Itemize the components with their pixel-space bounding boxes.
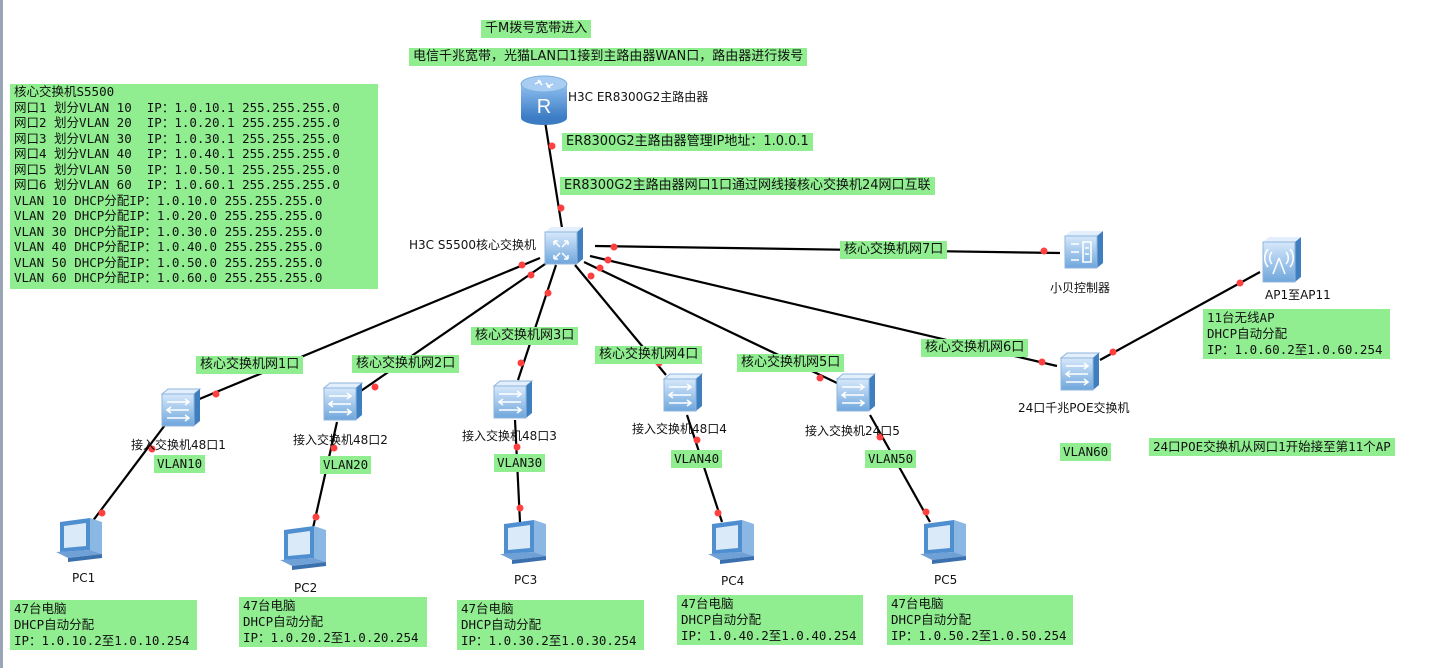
port-dot (922, 508, 930, 516)
access-switch-label-3: 接入交换机48口3 (462, 429, 557, 443)
pc-icon-1 (56, 518, 102, 562)
pc-icon-3 (500, 520, 546, 564)
pc-icon-5 (920, 520, 966, 564)
port-dot (98, 509, 106, 517)
link-access1-pc1 (91, 424, 166, 523)
access-switch-label-1: 接入交换机48口1 (131, 438, 226, 452)
link-access4-pc4 (685, 414, 724, 523)
port-dot (876, 433, 884, 441)
vlan-label-20: VLAN20 (320, 456, 372, 474)
access-switch-icon-2 (323, 382, 363, 421)
port-dot (148, 445, 156, 453)
pc-label-4: PC4 (721, 574, 745, 588)
port-dot (587, 272, 595, 280)
access-switch-icon-5 (836, 373, 876, 412)
port-dot (604, 256, 612, 264)
port-dot (518, 261, 526, 269)
router-uplink-label: ER8300G2主路由器网口1口通过网线接核心交换机24网口互联 (560, 177, 935, 195)
vlan-label-60: VLAN60 (1060, 443, 1112, 461)
port-dot (714, 509, 722, 517)
poe-switch-icon (1060, 352, 1100, 391)
access-switch-label-4: 接入交换机48口4 (632, 422, 727, 436)
port-dot (516, 504, 524, 512)
port-label-2: 核心交换机网2口 (352, 355, 460, 373)
vlan-label-30: VLAN30 (494, 454, 546, 472)
port-label-4: 核心交换机网4口 (595, 346, 703, 364)
svg-text:R: R (537, 96, 551, 118)
controller-label: 小贝控制器 (1050, 281, 1111, 295)
port-dot (527, 271, 535, 279)
port-dot (693, 436, 701, 444)
port-dot (1109, 348, 1117, 356)
port-label-7: 核心交换机网7口 (840, 241, 948, 259)
title-label: 千M拨号宽带进入 (481, 20, 592, 38)
vlan-label-50: VLAN50 (865, 450, 917, 468)
vlan-label-40: VLAN40 (671, 450, 723, 468)
port-dot (513, 443, 521, 451)
port-dot (371, 383, 379, 391)
link-core-access1 (196, 256, 541, 402)
link-core-controller (594, 244, 1061, 255)
port-dot (544, 289, 552, 297)
access-point-icon (1262, 237, 1301, 283)
port-dot (596, 264, 604, 272)
pc-icon-4 (708, 520, 754, 564)
port-dot (212, 390, 220, 398)
access-switch-label-2: 接入交换机48口2 (293, 433, 388, 447)
poe-note-label: 24口POE交换机从网口1开始接至第11个AP (1149, 438, 1395, 456)
port-dot (557, 204, 565, 212)
access-switch-label-5: 接入交换机24口5 (805, 424, 900, 438)
vlan-label-10: VLAN10 (154, 455, 206, 473)
port-label-5: 核心交换机网5口 (737, 354, 845, 372)
port-label-3: 核心交换机网3口 (471, 327, 579, 345)
port-dot (312, 513, 320, 521)
poe-switch-label: 24口千兆POE交换机 (1018, 401, 1130, 415)
link-access2-pc2 (311, 421, 339, 529)
port-dot (1040, 247, 1048, 255)
ap-label: AP1至AP11 (1265, 288, 1331, 302)
access-switch-icon-3 (493, 380, 533, 419)
core-switch-label: H3C S5500核心交换机 (409, 238, 537, 252)
port-dot (610, 243, 618, 251)
pc-label-2: PC2 (294, 581, 318, 595)
pc-label-5: PC5 (934, 573, 958, 587)
port-label-1: 核心交换机网1口 (196, 356, 304, 374)
router-label: H3C ER8300G2主路由器 (568, 90, 709, 104)
port-label-6: 核心交换机网6口 (921, 339, 1029, 357)
port-dot (330, 444, 338, 452)
port-dot (1236, 279, 1244, 287)
subtitle-label: 电信千兆宽带，光猫LAN口1接到主路由器WAN口，路由器进行拨号 (409, 48, 808, 66)
port-dot (517, 359, 525, 367)
access-switch-icon-1 (161, 388, 201, 427)
port-dot (1038, 358, 1046, 366)
router-mgmt-ip-label: ER8300G2主路由器管理IP地址：1.0.0.1 (562, 133, 813, 151)
port-dots (98, 142, 1244, 521)
access-switch-icon-4 (663, 373, 703, 412)
window-left-border (0, 0, 3, 668)
link-lines (91, 114, 1261, 529)
link-access5-pc5 (869, 414, 931, 523)
router-icon: R (520, 75, 568, 125)
link-core-access3 (516, 264, 558, 381)
core-switch-icon (544, 227, 583, 265)
port-dot (548, 142, 556, 150)
link-poe-ap (1099, 271, 1261, 361)
controller-icon (1064, 231, 1103, 269)
port-dot (816, 374, 824, 382)
pc-icon-2 (280, 526, 326, 570)
pc-label-3: PC3 (514, 573, 538, 587)
pc-label-1: PC1 (72, 571, 96, 585)
